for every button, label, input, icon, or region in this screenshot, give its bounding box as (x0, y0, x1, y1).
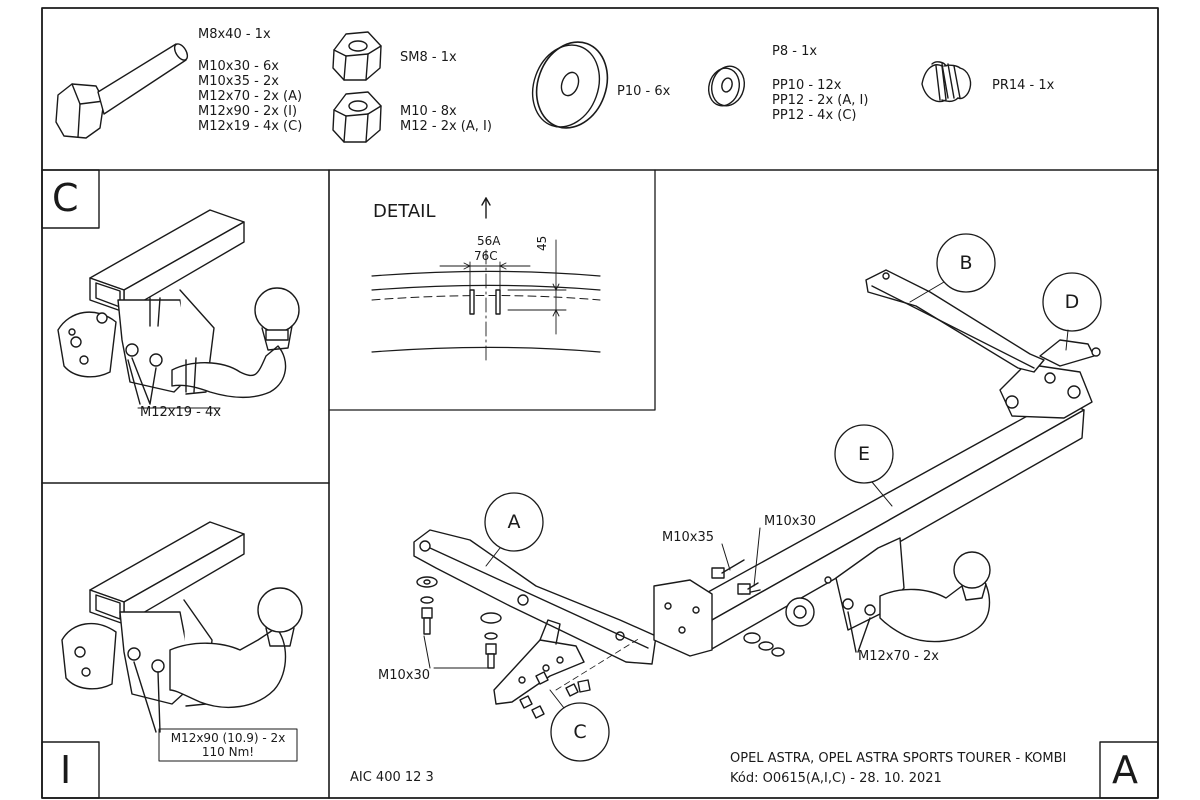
view-i-torque-label: 110 Nm! (201, 745, 255, 759)
drawing-frame (41, 7, 1159, 799)
callout-d: D (1064, 291, 1080, 313)
nut-sm8-label: SM8 - 1x (400, 50, 457, 65)
bolt-icon (55, 43, 189, 139)
view-c-bolt-label: M12x19 - 4x (140, 405, 221, 420)
washer-size-list: PP10 - 12x PP12 - 2x (A, I) PP12 - 4x (C… (772, 78, 868, 123)
view-i-bolt-label: M12x90 (10.9) - 2x (170, 731, 286, 745)
bolt-size-item: M12x19 - 4x (C) (198, 119, 303, 134)
callout-a: A (507, 511, 521, 533)
washer-size-item: PP12 - 4x (C) (772, 108, 857, 123)
drawing-number: AIC 400 12 3 (350, 770, 434, 785)
spring-washer-icon (921, 61, 972, 103)
m10x35-label: M10x35 (662, 530, 714, 545)
main-assembly-drawing (413, 269, 1101, 719)
washer-size-item: PP10 - 12x (772, 78, 842, 93)
bolt-size-item: M10x35 - 2x (198, 74, 279, 89)
callout-c: C (573, 721, 587, 743)
detail-dim-45: 45 (535, 235, 549, 251)
washer-p8-label: P8 - 1x (772, 44, 818, 59)
view-c-hitch-drawing (57, 209, 300, 409)
callout-e: E (857, 443, 870, 465)
view-a-letter: A (1112, 748, 1138, 792)
nut-sm8-icon (332, 31, 382, 81)
bolt-size-item: M12x90 - 2x (I) (198, 104, 298, 119)
large-washer-icon (531, 41, 609, 129)
m10x30-left-label: M10x30 (378, 668, 430, 683)
bolt-size-list: M10x30 - 6x M10x35 - 2x M12x70 - 2x (A) … (198, 59, 302, 134)
large-washer-label: P10 - 6x (617, 84, 671, 99)
washer-icon (707, 65, 745, 107)
nut-size-list: M10 - 8x M12 - 2x (A, I) (400, 104, 492, 134)
detail-dim-76c: 76C (474, 249, 498, 263)
detail-view (371, 197, 601, 365)
m10x30-top-label: M10x30 (764, 514, 816, 529)
bolt-size-item: M12x70 - 2x (A) (198, 89, 303, 104)
bolt-size-item: M10x30 - 6x (198, 59, 279, 74)
view-c-letter: C (52, 176, 79, 220)
washer-size-item: PP12 - 2x (A, I) (772, 93, 869, 108)
nut-m12-label: M12 - 2x (A, I) (400, 119, 492, 134)
callout-leaders (484, 233, 1102, 762)
vehicle-model: OPEL ASTRA, OPEL ASTRA SPORTS TOURER - K… (730, 751, 1067, 766)
bolt-m8x40-label: M8x40 - 1x (198, 27, 271, 42)
nut-m10-label: M10 - 8x (400, 104, 457, 119)
callout-b: B (959, 252, 973, 274)
nut-m10-icon (332, 91, 382, 143)
detail-dim-56a: 56A (477, 234, 501, 248)
product-code: Kód: O0615(A,I,C) - 28. 10. 2021 (730, 771, 942, 786)
view-i-hitch-drawing (61, 521, 303, 762)
detail-title: DETAIL (373, 201, 436, 222)
view-i-letter: I (60, 748, 72, 792)
m12x70-label: M12x70 - 2x (858, 649, 939, 664)
spring-washer-label: PR14 - 1x (992, 78, 1055, 93)
